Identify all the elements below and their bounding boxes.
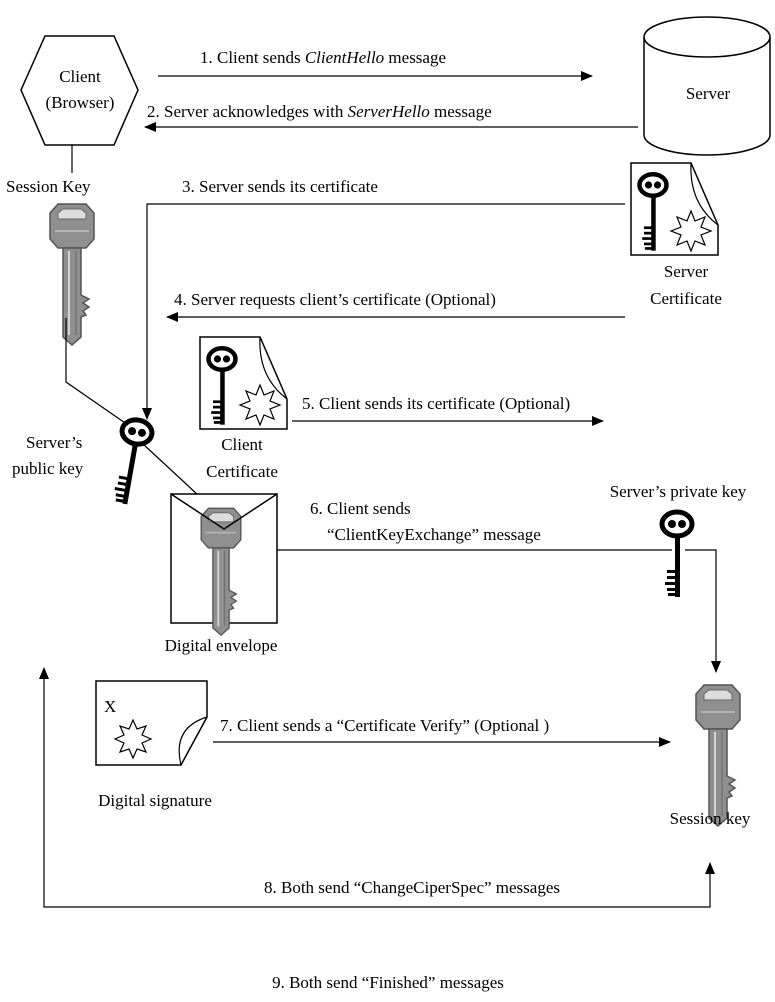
signature-document-icon (95, 680, 208, 766)
server-label: Server (686, 84, 731, 103)
step4-label: 4. Server requests client’s certificate … (174, 290, 496, 309)
session-key-server-label: Session key (670, 809, 751, 828)
session-key-client-label: Session Key (6, 177, 91, 196)
certificate-icon (200, 337, 287, 429)
server-cylinder-icon (643, 16, 771, 156)
step5-label: 5. Client sends its certificate (Optiona… (302, 394, 570, 413)
client-certificate-label: Client (221, 435, 263, 454)
step3-label: 3. Server sends its certificate (182, 177, 378, 196)
digital-signature-label: Digital signature (98, 791, 212, 810)
black-key-icon (662, 512, 692, 597)
client-sublabel: (Browser) (46, 93, 115, 112)
certificate-icon (631, 163, 718, 255)
step6-label: 6. Client sends (310, 499, 411, 518)
step6-arrow (685, 549, 721, 673)
signature-mark: X (104, 697, 116, 716)
grey-key-icon (49, 203, 95, 346)
step1-label: 1. Client sends ClientHello message (200, 48, 446, 67)
step7-label: 7. Client sends a “Certificate Verify” (… (220, 716, 549, 735)
client-label: Client (59, 67, 101, 86)
server-certificate-sublabel: Certificate (650, 289, 722, 308)
envelope-icon (170, 493, 278, 637)
grey-key-icon (695, 684, 741, 827)
step3-arrow (142, 203, 625, 420)
server-certificate-label: Server (664, 262, 709, 281)
step2-label: 2. Server acknowledges with ServerHello … (147, 102, 492, 121)
session-key-connector (65, 318, 129, 426)
client-hexagon-icon (20, 35, 139, 146)
servers-private-key-label: Server’s private key (610, 482, 747, 501)
public-key-connector (142, 443, 199, 496)
servers-public-key-sublabel: public key (12, 459, 84, 478)
step8-line (43, 675, 715, 908)
servers-public-key-label: Server’s (26, 433, 82, 452)
step8-label: 8. Both send “ChangeCiperSpec” messages (264, 878, 560, 897)
black-key-icon (110, 418, 154, 507)
step9-label: 9. Both send “Finished” messages (272, 973, 504, 992)
client-certificate-sublabel: Certificate (206, 462, 278, 481)
step6-sublabel: “ClientKeyExchange” message (327, 525, 541, 544)
digital-envelope-label: Digital envelope (165, 636, 278, 655)
